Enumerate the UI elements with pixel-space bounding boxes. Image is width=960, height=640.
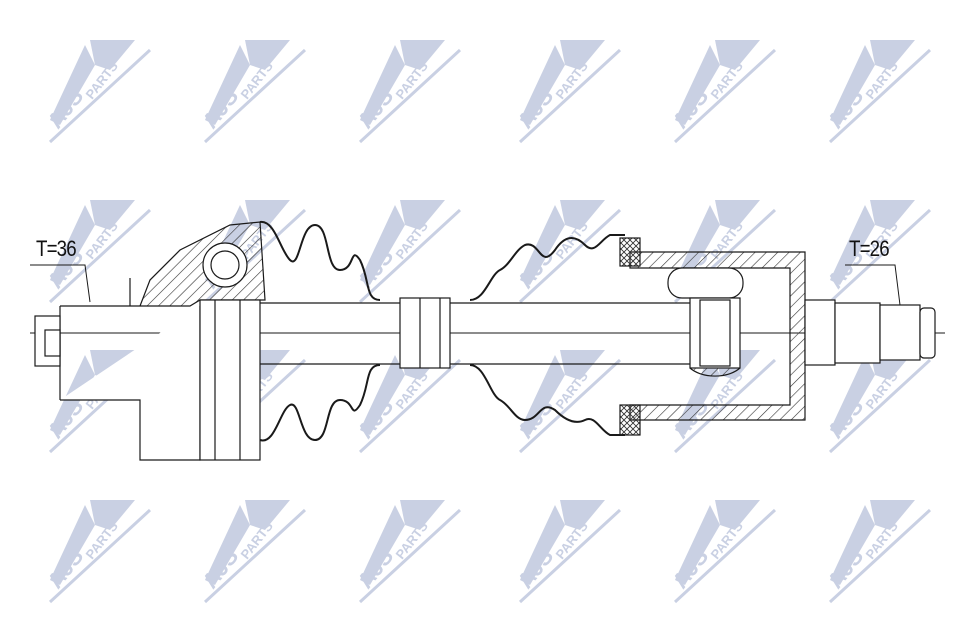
left-spline-count-label: T=36 [36, 236, 77, 261]
inner-boot [469, 234, 625, 436]
inner-stub-shaft [804, 299, 936, 366]
outer-cv-joint [34, 221, 266, 461]
inner-tripod-joint [619, 237, 806, 436]
main-shaft [200, 297, 690, 369]
right-spline-count-label: T=26 [849, 236, 890, 261]
outer-boot [259, 221, 381, 442]
leader-lines [30, 264, 901, 306]
